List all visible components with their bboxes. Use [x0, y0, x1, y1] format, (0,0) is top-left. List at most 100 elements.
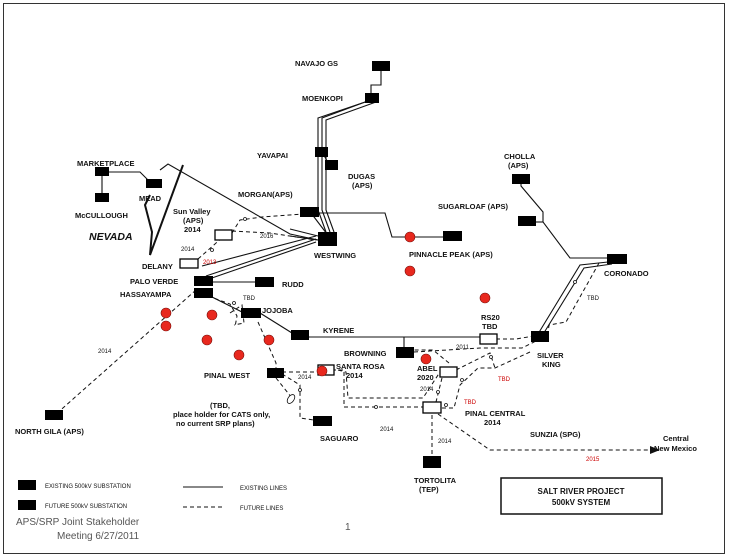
- label-jojoba: JOJOBA: [262, 306, 293, 315]
- nevada-border: [143, 164, 184, 256]
- red-marker-santarosa: [316, 365, 328, 377]
- label-tortolita-1: TORTOLITA: [414, 476, 457, 485]
- line-sunvalley-future: [231, 213, 304, 234]
- label-sugarloaf: SUGARLOAF (APS): [438, 202, 509, 211]
- label-tortolita-2: (TEP): [419, 485, 439, 494]
- arrow-central-nm: [650, 446, 660, 454]
- label-yavapai: YAVAPAI: [257, 151, 288, 160]
- tbd-red-abel: TBD: [498, 377, 511, 383]
- label-delany: DELANY: [142, 262, 173, 271]
- label-santarosa-1: SANTA ROSA: [336, 362, 385, 371]
- legend-existing-label: EXISTING 500kV SUBSTATION: [45, 484, 131, 490]
- marker-4: [374, 405, 378, 409]
- line-abel-silverking: [455, 352, 496, 371]
- station-navajo: [372, 61, 390, 71]
- station-marketplace: [95, 167, 109, 176]
- line-westwing-paloverde-1: [205, 238, 317, 277]
- station-delany: [179, 258, 199, 269]
- red-markers: [160, 231, 491, 377]
- line-hassayampa-jojoba-future: [207, 295, 238, 328]
- line-jojoba-kyrene: [259, 312, 293, 334]
- label-coronado: CORONADO: [604, 269, 649, 278]
- label-rs20-1: RS20: [481, 313, 500, 322]
- red-marker-1: [160, 307, 172, 319]
- label-nevada: NEVADA: [89, 231, 133, 243]
- line-westwing-delany: [201, 235, 317, 267]
- red-marker-3: [206, 309, 218, 321]
- station-pinalcentral: [422, 401, 442, 414]
- future-lines: [54, 213, 650, 456]
- title-line-1: SALT RIVER PROJECT: [538, 487, 625, 496]
- station-browning: [396, 347, 414, 358]
- label-paloverde: PALO VERDE: [130, 277, 178, 286]
- station-yavapai: [315, 147, 328, 157]
- label-santarosa-2: 2014: [346, 371, 364, 380]
- footer-line-1: APS/SRP Joint Stakeholder: [16, 517, 140, 528]
- label-rs20-2: TBD: [482, 322, 498, 331]
- line-marketplace-mead: [102, 171, 154, 186]
- label-silverking-2: KING: [542, 360, 561, 369]
- station-pinnacle: [443, 231, 462, 241]
- legend-future-box: [18, 500, 36, 510]
- station-pinalwest: [267, 368, 284, 378]
- marker-7: [460, 378, 464, 382]
- line-coronado-silverking-future: [546, 262, 600, 343]
- station-coronado: [607, 254, 627, 264]
- label-abel-1: ABEL: [417, 364, 438, 373]
- label-centralnm-2: New Mexico: [654, 444, 697, 453]
- label-dugas-2: (APS): [352, 181, 373, 190]
- label-westwing: WESTWING: [314, 251, 356, 260]
- marker-5: [444, 403, 448, 407]
- line-pinalcentral-silverking: [442, 351, 531, 409]
- line-cholla-coronado: [520, 179, 609, 259]
- red-marker-rs20: [479, 292, 491, 304]
- station-silverking: [531, 331, 549, 342]
- label-pinalcentral-1: PINAL CENTRAL: [465, 409, 526, 418]
- label-moenkopi: MOENKOPI: [302, 94, 343, 103]
- line-santarosa-abel: [337, 369, 441, 399]
- label-hassayampa: HASSAYAMPA: [120, 290, 172, 299]
- station-abel: [439, 366, 458, 378]
- year-2014-delany: 2014: [181, 247, 195, 253]
- line-browning-silverking: [413, 339, 539, 353]
- page-number: 1: [345, 522, 351, 533]
- line-moenkopi-westwing: [321, 97, 377, 233]
- year-2013: 2013: [203, 260, 217, 266]
- label-navajo: NAVAJO GS: [295, 59, 338, 68]
- year-2014-saguaro: 2014: [380, 427, 394, 433]
- line-markers: [210, 217, 577, 409]
- label-sunzia: SUNZIA (SPG): [530, 430, 581, 439]
- label-northgila: NORTH GILA (APS): [15, 427, 84, 436]
- label-tbd-note-3: no current SRP plans): [176, 419, 255, 428]
- marker-1: [243, 217, 247, 221]
- station-rs20: [479, 333, 498, 345]
- line-mead-westwing: [159, 163, 319, 241]
- label-sunvalley-2: (APS): [183, 216, 204, 225]
- red-marker-pinnacle: [404, 231, 416, 243]
- line-coronado-silverking-2: [541, 263, 613, 337]
- line-westwing-paloverde-2: [208, 241, 317, 280]
- red-marker-pinnacle-2: [404, 265, 416, 277]
- line-pinalcentral-sunzia: [437, 413, 650, 451]
- station-moenkopi: [365, 93, 379, 103]
- legend-existing-box: [18, 480, 36, 490]
- existing-substations: [45, 61, 627, 468]
- tbd-hassayampa: TBD: [243, 296, 256, 302]
- line-rs20-silverking: [496, 335, 535, 340]
- line-sunvalley-westwing: [289, 228, 319, 237]
- label-silverking-1: SILVER: [537, 351, 564, 360]
- line-pinalwest-saguaro: [281, 373, 315, 421]
- year-2014-abel: 2014: [420, 387, 434, 393]
- year-labels: 2016 2014 2013 TBD TBD 2014 2011 2014 20…: [98, 234, 600, 463]
- legend-future-lines-label: FUTURE LINES: [240, 506, 283, 512]
- year-2014-tortolita: 2014: [438, 439, 452, 445]
- red-marker-4: [201, 334, 213, 346]
- station-westwing: [318, 232, 337, 246]
- label-sunvalley-3: 2014: [184, 225, 202, 234]
- label-marketplace: MARKETPLACE: [77, 159, 135, 168]
- line-westwing-pinnacle: [318, 212, 453, 238]
- year-2014-pinalwest: 2014: [298, 375, 312, 381]
- label-mead: MEAD: [139, 194, 162, 203]
- label-dugas-1: DUGAS: [348, 172, 375, 181]
- label-cholla-1: CHOLLA: [504, 152, 536, 161]
